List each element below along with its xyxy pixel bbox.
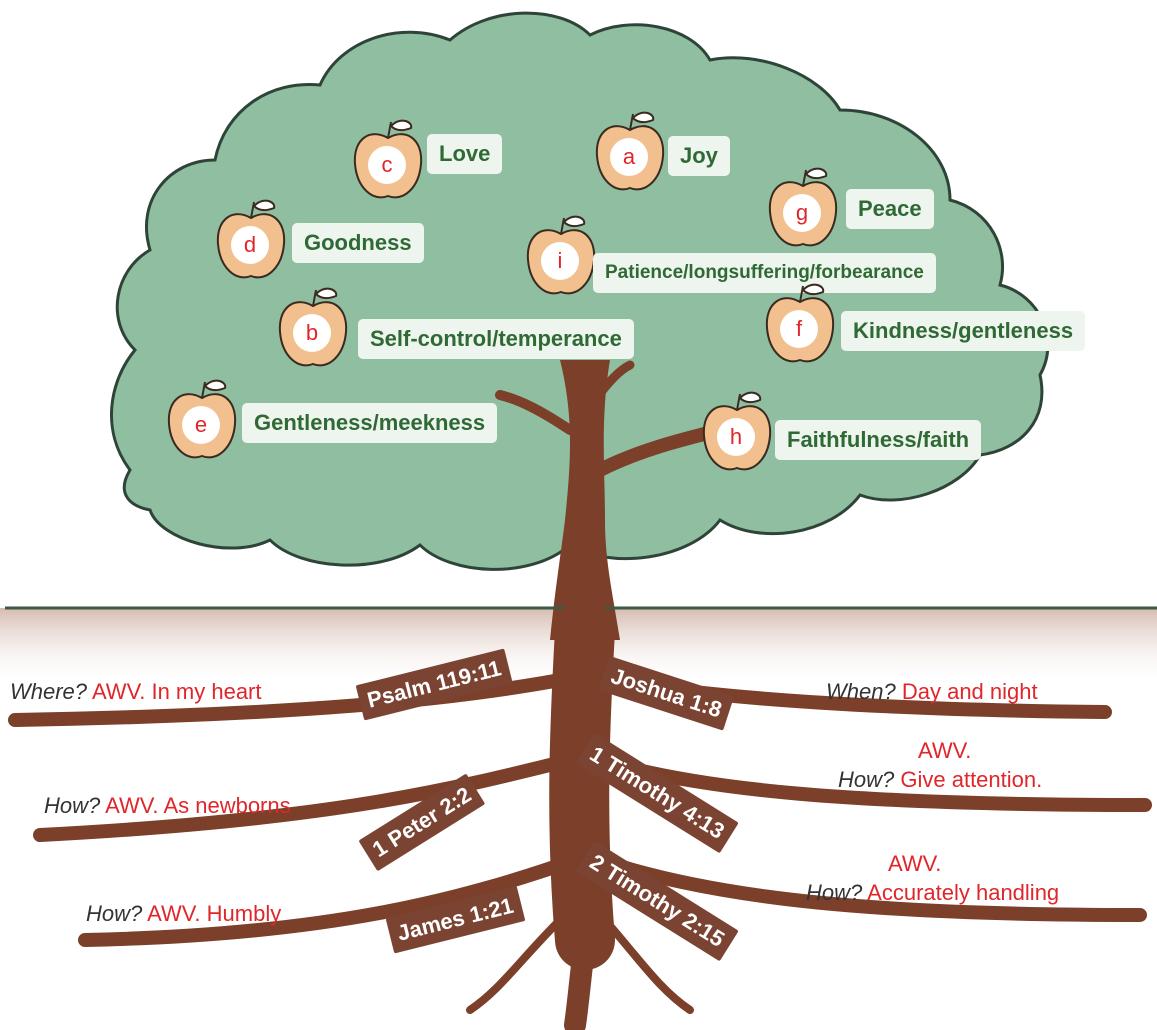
branch-left xyxy=(495,390,575,435)
fruit-label: Faithfulness/faith xyxy=(775,420,982,460)
note-question: How? xyxy=(806,880,863,905)
branch-upper xyxy=(590,360,635,405)
fruit-label: Patience/longsuffering/forbearance xyxy=(593,253,936,293)
fruit-letter: e xyxy=(182,406,220,444)
fruit-label: Joy xyxy=(668,136,730,176)
apple-icon: c xyxy=(351,118,425,202)
note-how-attention: How? Give attention. xyxy=(838,767,1042,793)
note-answer-prefix: AWV. xyxy=(918,738,972,763)
fruit-letter: c xyxy=(368,146,406,184)
fruit-label: Goodness xyxy=(292,223,424,263)
apple-icon: i xyxy=(524,214,598,298)
note-answer: Day and night xyxy=(901,679,1038,704)
fruit-label: Kindness/gentleness xyxy=(841,311,1086,351)
apple-icon: g xyxy=(766,166,840,250)
fruit-letter: d xyxy=(231,226,269,264)
note-answer: Give attention. xyxy=(900,767,1043,792)
note-question: How? xyxy=(86,901,143,926)
fruit-label: Peace xyxy=(846,189,934,229)
fruit-letter: i xyxy=(541,242,579,280)
note-answer: AWV. In my heart xyxy=(91,679,262,704)
apple-icon: d xyxy=(214,198,288,282)
note-answer: AWV. As newborns xyxy=(105,793,291,818)
fruit-letter: b xyxy=(293,314,331,352)
note-question: Where? xyxy=(10,679,88,704)
roots xyxy=(8,600,1152,1030)
apple-icon: e xyxy=(165,378,239,462)
note-question: How? xyxy=(44,793,101,818)
note-how-newborns: How? AWV. As newborns xyxy=(44,793,291,819)
note-answer-prefix: AWV. xyxy=(888,851,942,876)
fruit-label: Gentleness/meekness xyxy=(242,403,498,443)
apple-icon: a xyxy=(593,110,667,194)
note-answer: AWV. Humbly xyxy=(147,901,282,926)
apple-icon: h xyxy=(700,390,774,474)
fruit-label: Self-control/temperance xyxy=(358,319,634,359)
fruit-letter: f xyxy=(780,310,818,348)
fruit-letter: g xyxy=(783,194,821,232)
fruit-label: Love xyxy=(427,134,503,174)
note-when: When? Day and night xyxy=(826,679,1038,705)
note-how-humbly: How? AWV. Humbly xyxy=(86,901,281,927)
fruit-letter: a xyxy=(610,138,648,176)
fruit-letter: h xyxy=(717,418,755,456)
note-how-handling: How? Accurately handling xyxy=(806,880,1059,906)
apple-icon: b xyxy=(276,286,350,370)
note-answer: Accurately handling xyxy=(867,880,1060,905)
note-where: Where? AWV. In my heart xyxy=(10,679,262,705)
apple-icon: f xyxy=(763,282,837,366)
tree-trunk xyxy=(550,360,620,640)
note-question: When? xyxy=(826,679,896,704)
note-question: How? xyxy=(838,767,895,792)
